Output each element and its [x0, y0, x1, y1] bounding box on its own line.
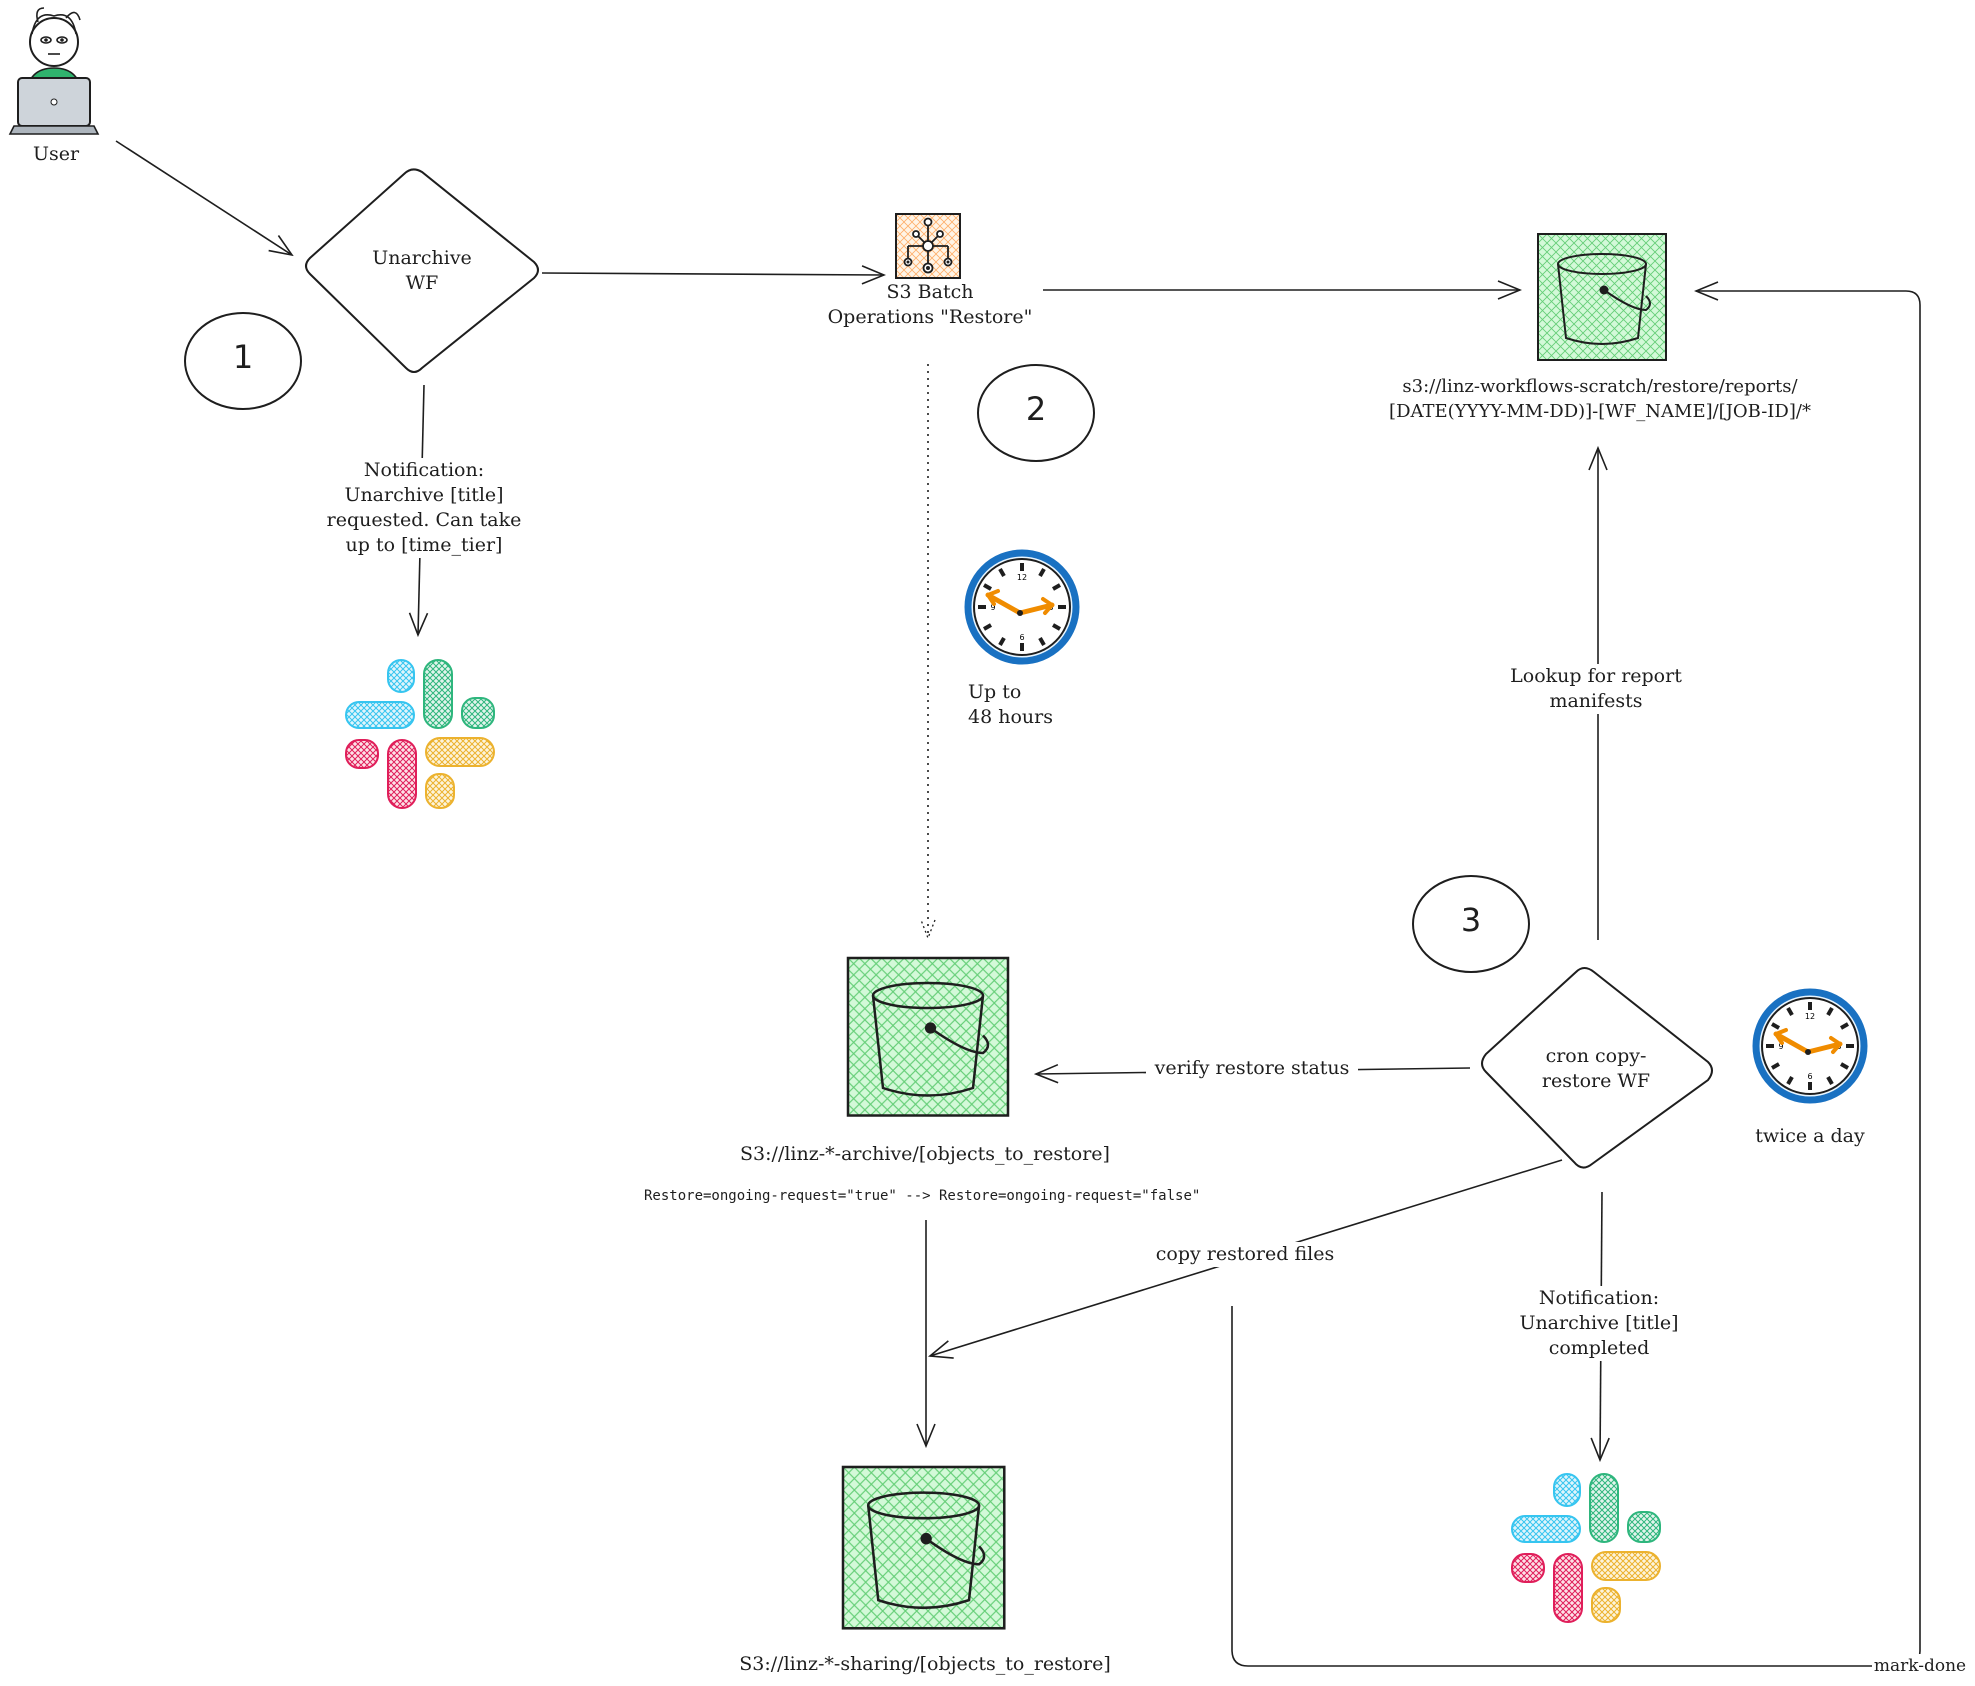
cron-wf-diamond: [1481, 967, 1713, 1169]
archive-bucket-path: S3://linz-*-archive/[objects_to_restore]: [740, 1143, 1110, 1165]
edge-user-to-wf: [115, 140, 292, 255]
step-1-label: 1: [232, 338, 254, 376]
cron-wf-label: cron copy- restore WF: [1541, 1045, 1651, 1092]
sharing-bucket-icon: [841, 1465, 1006, 1630]
step-1-circle: [184, 312, 302, 410]
edge-wf-to-batch: [541, 273, 884, 275]
notification-requested-label: Notification: Unarchive [title] requeste…: [317, 458, 531, 558]
step-3-label: 3: [1460, 901, 1482, 939]
reports-bucket-path: s3://linz-workflows-scratch/restore/repo…: [1389, 376, 1811, 422]
notification-completed-label: Notification: Unarchive [title] complete…: [1506, 1286, 1692, 1361]
batch-operations-label: S3 Batch Operations "Restore": [827, 281, 1033, 328]
batch-operations-icon: [895, 213, 961, 279]
cron-schedule-label: twice a day: [1755, 1125, 1865, 1147]
archive-bucket-icon: [846, 956, 1010, 1117]
sharing-bucket-path: S3://linz-*-sharing/[objects_to_restore]: [739, 1653, 1111, 1675]
user-laptop-icon: [8, 7, 100, 135]
clock-icon: [968, 553, 1076, 661]
archive-restore-status: Restore=ongoing-request="true" --> Resto…: [644, 1188, 1201, 1204]
reports-bucket-icon: [1537, 233, 1667, 361]
slack-icon-completed: [1511, 1473, 1661, 1623]
step-2-label: 2: [1025, 390, 1047, 428]
verify-status-label: verify restore status: [1146, 1056, 1358, 1081]
clock-icon-cron: [1756, 992, 1864, 1100]
step-3-circle: [1412, 875, 1530, 973]
mark-done-label: mark-done: [1872, 1654, 1968, 1679]
slack-icon: [345, 659, 495, 809]
user-label: User: [32, 143, 80, 165]
unarchive-wf-diamond: [305, 168, 539, 373]
unarchive-wf-label: Unarchive WF: [372, 247, 472, 294]
lookup-reports-label: Lookup for report manifests: [1496, 664, 1696, 714]
restore-duration-label: Up to 48 hours: [968, 681, 1053, 728]
step-2-circle: [977, 364, 1095, 462]
copy-files-label: copy restored files: [1140, 1242, 1350, 1267]
